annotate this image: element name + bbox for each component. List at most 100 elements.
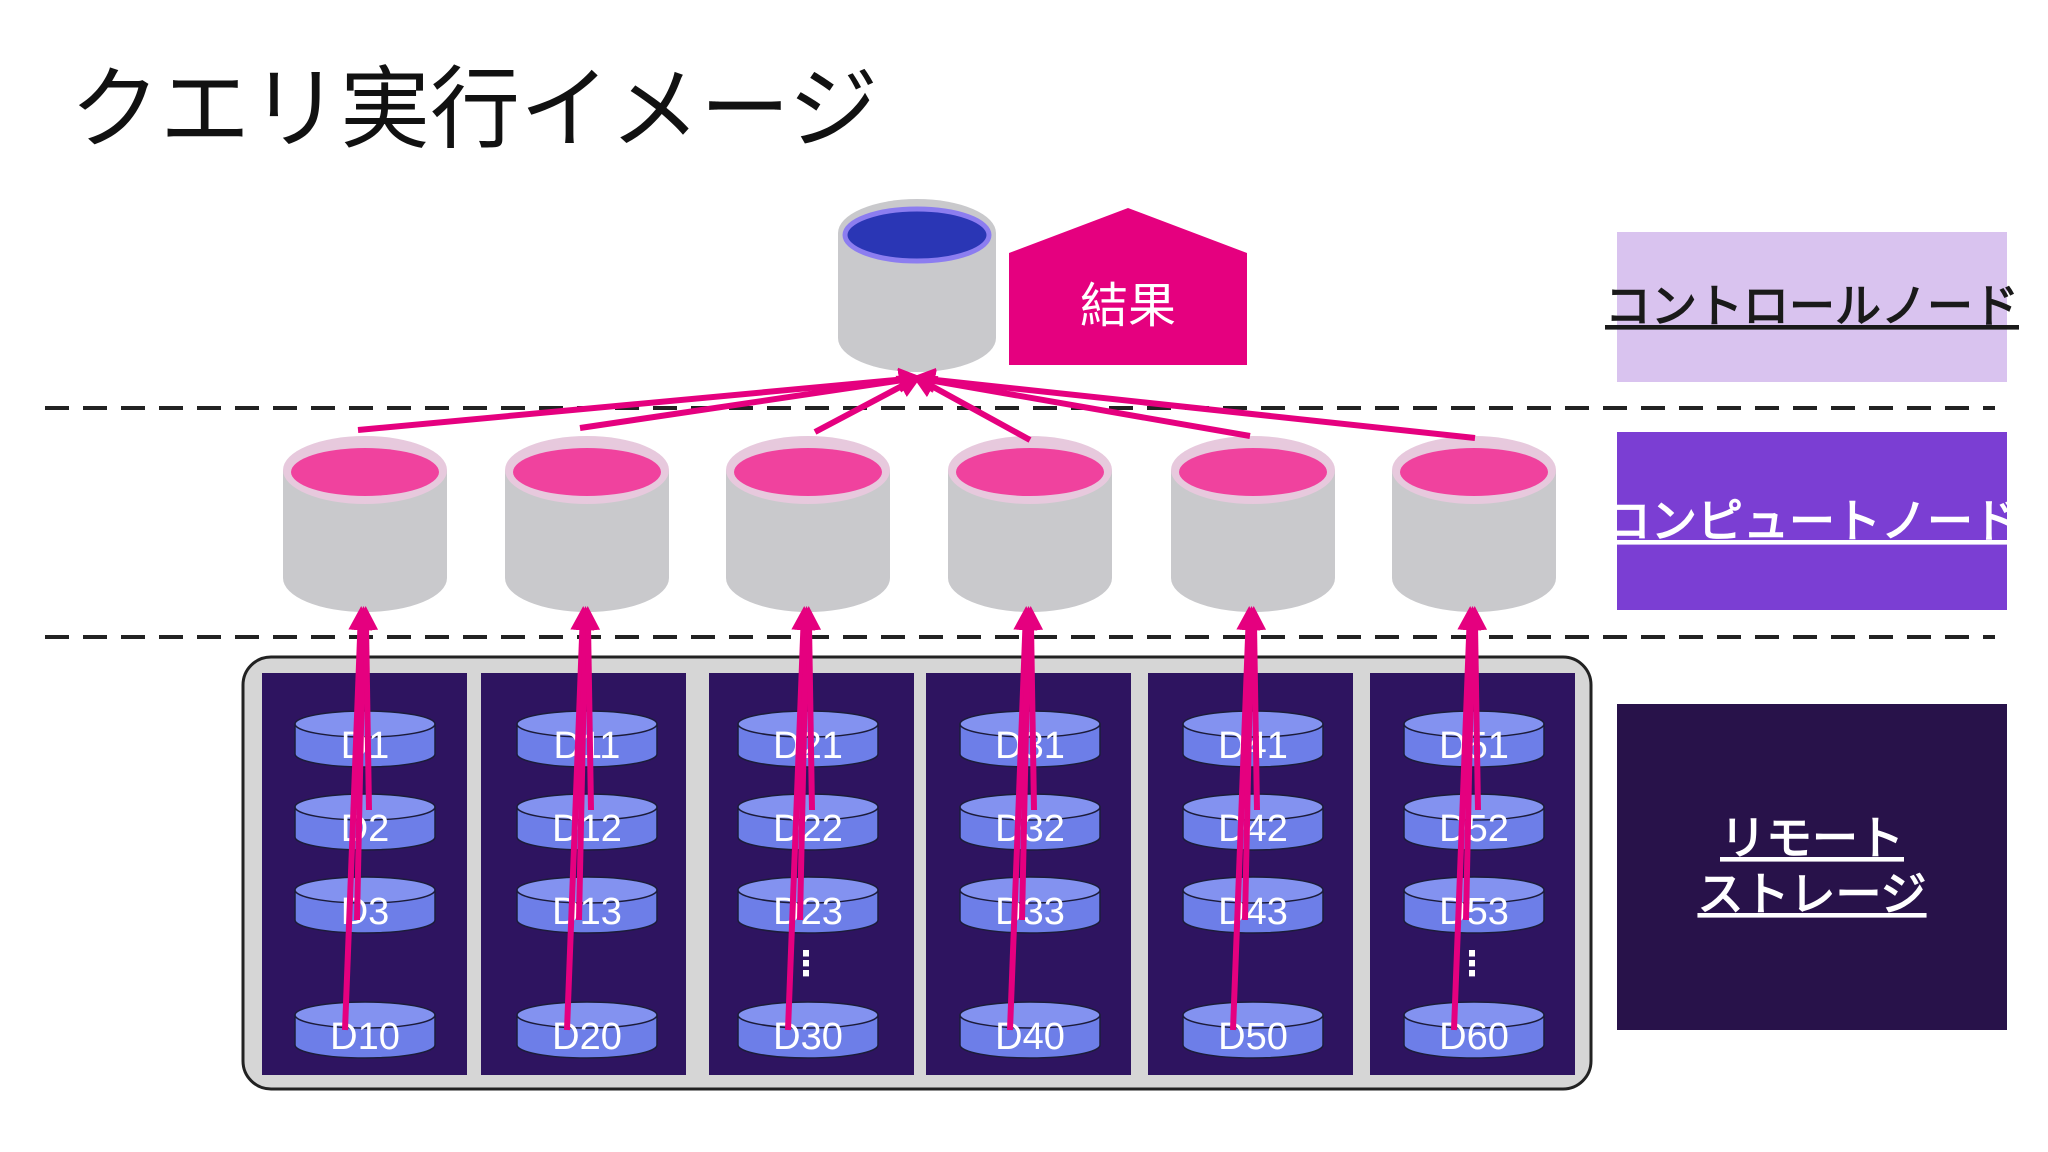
disk-label: D13 [552, 891, 622, 933]
disk-top [516, 793, 658, 821]
data-flow-arrow [576, 606, 601, 811]
storage-disk: D23 [737, 876, 879, 934]
storage-ellipsis: ⋮ [1455, 944, 1489, 984]
disk-top [737, 1001, 879, 1029]
compute-node-liquid [956, 448, 1104, 496]
data-flow-arrow [794, 606, 819, 921]
result-box: 結果 [1009, 208, 1247, 365]
storage-disk: D10 [294, 1001, 436, 1059]
compute-node-liquid [1400, 448, 1548, 496]
data-flow-arrow [357, 367, 923, 433]
compute-node [283, 436, 447, 612]
storage-disk: D12 [516, 793, 658, 851]
disk-label: D32 [995, 808, 1065, 850]
disk-label: D53 [1439, 891, 1509, 933]
disk-label: D43 [1218, 891, 1288, 933]
disk-top [959, 1001, 1101, 1029]
storage-disk: D43 [1182, 876, 1324, 934]
disk-top [1403, 1001, 1545, 1029]
storage-disk: D13 [516, 876, 658, 934]
compute-node [948, 436, 1112, 612]
storage-disk: D3 [294, 876, 436, 934]
data-flow-arrow [813, 375, 923, 435]
compute-node-body [1392, 470, 1556, 612]
disk-label: D52 [1439, 808, 1509, 850]
data-flow-arrow [354, 606, 379, 811]
disk-top [1403, 793, 1545, 821]
slide-title: クエリ実行イメージ [70, 57, 878, 162]
compute-node-liquid [513, 448, 661, 496]
compute-node-body [505, 470, 669, 612]
storage-disk: D32 [959, 793, 1101, 851]
disk-top [1182, 793, 1324, 821]
data-flow-arrow [1242, 606, 1267, 811]
compute-node-liquid [291, 448, 439, 496]
data-flow-arrow [911, 367, 1476, 441]
disk-label: D22 [773, 808, 843, 850]
data-flow-arrow [564, 606, 595, 1031]
legend-remote-storage-box [1617, 704, 2007, 1030]
storage-group: D1D2D3D10 [262, 673, 467, 1075]
result-box-shape [1009, 208, 1247, 365]
data-flow-arrow [1007, 606, 1038, 1031]
compute-node-body [726, 470, 890, 612]
compute-node-liquid [1179, 448, 1327, 496]
compute-node [1171, 436, 1335, 612]
data-flow-arrow [342, 606, 373, 1031]
disk-top [1182, 1001, 1324, 1029]
storage-disk: D20 [516, 1001, 658, 1059]
storage-disk: D53 [1403, 876, 1545, 934]
disk-top [294, 876, 436, 904]
disk-top [959, 793, 1101, 821]
storage-disk: D30 [737, 1001, 879, 1059]
legend: コントロールノード コンピュートノード リモート ストレージ [1605, 232, 2019, 1030]
compute-nodes [283, 436, 1556, 612]
disk-label: D50 [1218, 1016, 1288, 1058]
legend-control-node-box [1617, 232, 2007, 382]
disk-label: D23 [773, 891, 843, 933]
legend-remote-storage-label-line2: ストレージ [1697, 867, 1926, 921]
compute-node-body [283, 470, 447, 612]
control-node-body [838, 233, 996, 372]
disk-top [1403, 876, 1545, 904]
data-flow-arrow [797, 606, 822, 811]
data-flow-arrow [911, 369, 1251, 439]
legend-compute-node-box [1617, 432, 2007, 610]
data-flow-arrow [579, 368, 923, 431]
storage-disk: D33 [959, 876, 1101, 934]
compute-node-liquid [734, 448, 882, 496]
disk-top [294, 1001, 436, 1029]
disk-label: D33 [995, 891, 1065, 933]
storage-groups: D1D2D3D10D11D12D13D20D21D22D23D30⋮D31D32… [262, 673, 1575, 1075]
data-flow-arrow [1016, 606, 1041, 921]
data-flow-arrow [351, 606, 376, 921]
storage-ellipsis: ⋮ [789, 944, 823, 984]
disk-label: D10 [330, 1016, 400, 1058]
storage-disk: D50 [1182, 1001, 1324, 1059]
legend-control-node-label: コントロールノード [1605, 279, 2019, 333]
data-flow-arrow [1460, 606, 1485, 921]
disk-top [737, 793, 879, 821]
storage-group: D21D22D23D30⋮ [709, 673, 914, 1075]
storage-group: D31D32D33D40 [926, 673, 1131, 1075]
data-flow-arrow [1239, 606, 1264, 921]
storage-disk: D42 [1182, 793, 1324, 851]
data-flow-arrow [1019, 606, 1044, 811]
storage-disk: D2 [294, 793, 436, 851]
disk-label: D60 [1439, 1016, 1509, 1058]
storage-group: D51D52D53D60⋮ [1370, 673, 1575, 1075]
result-label: 結果 [1080, 278, 1176, 334]
disk-top [516, 1001, 658, 1029]
storage-disk: D52 [1403, 793, 1545, 851]
disk-top [1182, 876, 1324, 904]
storage-disk: D40 [959, 1001, 1101, 1059]
disk-top [516, 876, 658, 904]
storage-disk: D22 [737, 793, 879, 851]
compute-node-body [1171, 470, 1335, 612]
disk-top [294, 793, 436, 821]
data-flow-arrow [1463, 606, 1488, 811]
arrows [342, 367, 1488, 1031]
disk-label: D40 [995, 1016, 1065, 1058]
data-flow-arrow [785, 606, 816, 1031]
